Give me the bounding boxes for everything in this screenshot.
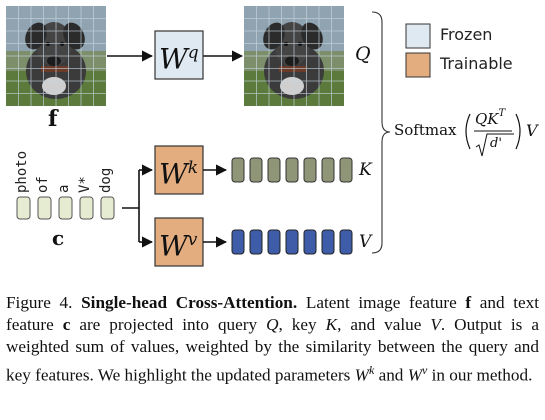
feature-c-label: c: [52, 226, 65, 250]
text-token-row: [16, 196, 115, 220]
value-token-box: [285, 229, 299, 255]
token-label: V*: [77, 176, 93, 193]
softmax-suffix: V: [526, 121, 538, 140]
key-token-box: [267, 157, 281, 183]
diagram-canvas: [16, 11, 521, 267]
value-token-box: [321, 229, 335, 255]
key-token-box: [249, 157, 263, 183]
left-paren: [465, 113, 471, 150]
caption-label: Figure 4.: [6, 293, 73, 312]
wk-label: Wk: [159, 157, 199, 191]
softmax-denominator: d': [490, 136, 502, 151]
token-label: dog: [98, 167, 114, 193]
text-token-box: [100, 196, 115, 220]
right-paren: [515, 113, 521, 150]
wq-box: [154, 30, 204, 80]
value-token-box: [249, 229, 263, 255]
softmax-numerator: QKT: [475, 108, 506, 128]
legend-frozen-label: Frozen: [440, 25, 493, 44]
key-token-row: [231, 157, 353, 183]
figure-caption: Figure 4. Single-head Cross-Attention. L…: [6, 293, 540, 385]
value-token-row: [231, 229, 353, 255]
right-brace: [371, 11, 391, 254]
value-token-box: [303, 229, 317, 255]
text-token-box: [79, 196, 94, 220]
key-token-box: [303, 157, 317, 183]
k-output-label: K: [359, 160, 372, 180]
legend-frozen-swatch: [405, 23, 431, 49]
wv-box: [154, 217, 204, 267]
token-label: of: [35, 176, 51, 193]
text-token-box: [16, 196, 31, 220]
key-token-box: [339, 157, 353, 183]
sqrt-sign: [475, 133, 514, 157]
softmax-prefix: Softmax: [394, 121, 457, 139]
legend-trainable-label: Trainable: [440, 54, 513, 73]
feature-f-label: f: [48, 106, 58, 132]
input-dog-image: [6, 6, 106, 106]
text-token-box: [37, 196, 52, 220]
legend-trainable-swatch: [405, 52, 431, 78]
value-token-box: [231, 229, 245, 255]
key-token-box: [321, 157, 335, 183]
value-token-box: [267, 229, 281, 255]
token-label: a: [56, 184, 72, 193]
query-dog-image: [244, 6, 344, 106]
value-token-box: [339, 229, 353, 255]
text-token-box: [58, 196, 73, 220]
key-token-box: [231, 157, 245, 183]
caption-title: Single-head Cross-Attention.: [81, 293, 298, 312]
wk-box: [154, 145, 204, 195]
token-label: photo: [14, 150, 30, 193]
v-output-label: V: [359, 232, 372, 252]
wq-label: Wq: [159, 42, 199, 76]
key-token-box: [285, 157, 299, 183]
q-output-label: Q: [355, 43, 371, 65]
wv-label: Wv: [159, 229, 198, 263]
